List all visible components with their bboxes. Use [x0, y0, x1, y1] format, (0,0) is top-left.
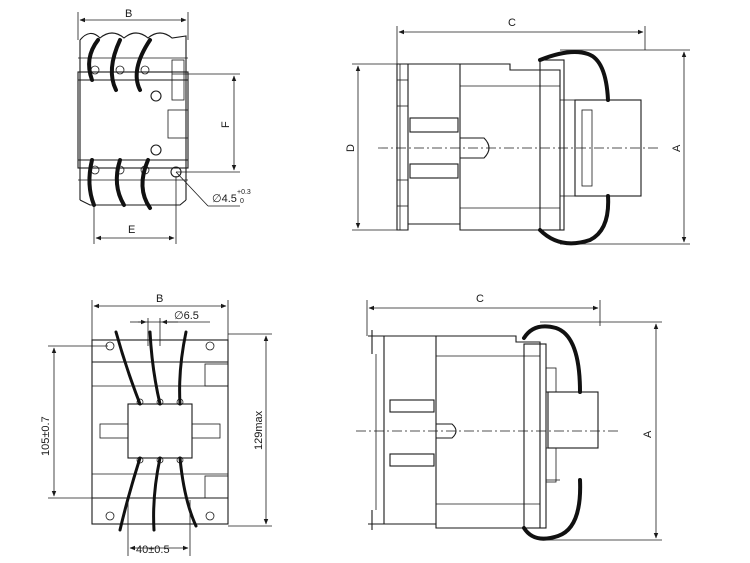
- dim-label-c2: C: [476, 293, 484, 305]
- coil-wire: [148, 330, 162, 406]
- coil-wire: [114, 330, 142, 406]
- width-dim-label: 40±0.5: [136, 544, 170, 556]
- front-view-bottom: B ∅6.5: [40, 293, 272, 556]
- coil-wire: [538, 50, 611, 246]
- dim-label-f: F: [220, 121, 232, 128]
- front-view-top: B F ∅4.5 +: [77, 8, 251, 244]
- hole-tol-lower: 0: [240, 198, 244, 205]
- coil-wire: [178, 330, 188, 406]
- coil-wire: [109, 38, 122, 92]
- max-dim-label: 129max: [253, 410, 265, 450]
- dim-label-b2: B: [156, 293, 163, 305]
- dim-label-e: E: [128, 224, 135, 236]
- height-dim-label: 105±0.7: [40, 416, 52, 456]
- coil-wire: [522, 324, 583, 541]
- coil-wire: [134, 38, 152, 92]
- dim-label-d: D: [345, 144, 357, 152]
- coil-wire: [114, 158, 126, 207]
- coil-wire: [87, 158, 96, 207]
- dim-label-b: B: [125, 8, 132, 20]
- hole-tol-upper: +0.3: [237, 189, 251, 196]
- hole-dim-label-2: ∅6.5: [174, 310, 199, 322]
- coil-wire: [140, 158, 152, 210]
- dim-label-a: A: [671, 144, 683, 152]
- dim-label-c: C: [508, 17, 516, 29]
- coil-wire: [178, 456, 198, 528]
- side-view-bottom: C A: [356, 293, 662, 541]
- coil-block: [127, 403, 193, 459]
- coil-wire: [152, 456, 162, 532]
- hole-dim-label: ∅4.5: [212, 193, 237, 205]
- side-view-top: C D A: [345, 17, 690, 246]
- dim-label-a2: A: [642, 430, 654, 438]
- coil-wire: [87, 38, 100, 82]
- coil-wire: [118, 456, 142, 532]
